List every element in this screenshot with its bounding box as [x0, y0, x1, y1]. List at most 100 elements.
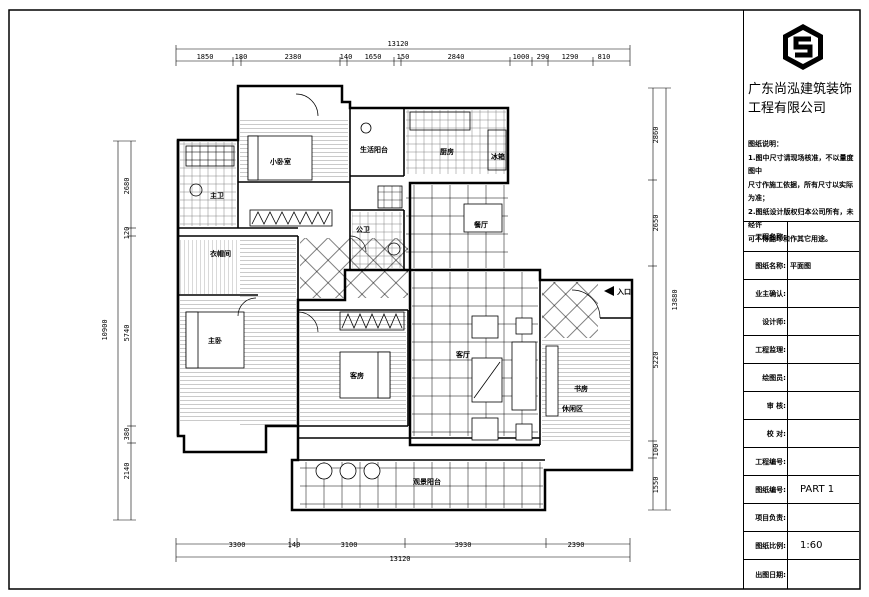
- field-label: 工程监理:: [755, 346, 786, 354]
- company-name: 广东尚泓建筑装饰 工程有限公司: [748, 80, 852, 118]
- top-dimensions: [175, 45, 631, 66]
- dim-label: 290: [537, 53, 550, 61]
- living-furniture: [315, 203, 559, 480]
- room-label: 冰箱: [491, 152, 505, 161]
- field-project-number: 工程编号:: [744, 447, 859, 475]
- field-drawing-name: 图纸名称: 平面图: [744, 251, 859, 279]
- notes-line: 2.图纸设计版权归本公司所有，未经许: [748, 207, 854, 230]
- field-label: 图纸编号:: [755, 486, 786, 494]
- dim-label: 150: [397, 53, 410, 61]
- field-issue-date: 出图日期:: [744, 559, 859, 589]
- room-label: 主卫: [210, 191, 224, 200]
- dim-label: 2650: [652, 215, 660, 232]
- dim-label: 5740: [123, 325, 131, 342]
- field-label: 项目负责:: [755, 514, 786, 522]
- field-supervisor: 工程监理:: [744, 335, 859, 363]
- room-label: 小卧室: [269, 157, 291, 166]
- field-label: 出图日期:: [755, 571, 786, 579]
- dim-label: 2860: [652, 127, 660, 144]
- dim-label: 100: [652, 444, 660, 457]
- notes-line: 1.图中尺寸请现场核准，不以量度图中: [748, 153, 854, 176]
- dim-label: 180: [235, 53, 248, 61]
- entrance-arrow-icon: [604, 286, 614, 296]
- bottom-segment-dims: 3300 140 3100 3930 2390: [229, 541, 585, 549]
- dim-label: 2140: [123, 463, 131, 480]
- right-segment-dims: 2860 2650 5220 100 1550: [652, 127, 660, 494]
- room-label: 餐厅: [473, 220, 488, 229]
- dim-label: 3300: [229, 541, 246, 549]
- room-label: 公卫: [356, 226, 370, 234]
- field-label: 图纸比例:: [755, 542, 786, 550]
- field-checker: 校 对:: [744, 419, 859, 447]
- room-label: 客厅: [455, 350, 470, 359]
- room-label: 入口: [616, 288, 631, 296]
- dim-label: 2390: [568, 541, 585, 549]
- dim-label: 120: [123, 227, 131, 240]
- dim-label: 810: [598, 53, 611, 61]
- closet-floor: [180, 240, 238, 294]
- corridor-floor: [240, 238, 296, 426]
- field-label: 业主确认:: [755, 290, 786, 298]
- notes-title: 图纸说明：: [748, 140, 783, 148]
- field-scale: 图纸比例: 1:60: [744, 531, 859, 559]
- room-label: 休闲区: [561, 404, 583, 413]
- dim-label: 140: [340, 53, 353, 61]
- field-label: 绘图员:: [762, 374, 786, 382]
- room-label: 书房: [574, 384, 588, 393]
- top-total-dim: 13120: [387, 40, 408, 48]
- dim-label: 1650: [365, 53, 382, 61]
- field-label: 图纸名称:: [755, 262, 786, 270]
- kitchen-fixtures: [185, 111, 507, 256]
- field-value: 平面图: [790, 262, 811, 270]
- bath2-floor: [352, 212, 402, 268]
- room-label: 客房: [349, 371, 364, 380]
- company-name-line1: 广东尚泓建筑装饰: [748, 82, 853, 97]
- door-swings: [237, 93, 601, 333]
- dim-label: 1850: [197, 53, 214, 61]
- beds: [185, 135, 391, 399]
- dim-label: 1550: [652, 477, 660, 494]
- room-labels: 小卧室 生活阳台 厨房 冰箱 主卫 公卫 衣帽间 餐厅 主卧 客房 客厅 书房 …: [208, 145, 631, 486]
- room-label: 观景阳台: [413, 477, 441, 486]
- dim-label: 3100: [341, 541, 358, 549]
- company-logo-icon: [783, 24, 823, 70]
- field-project-lead: 项目负责:: [744, 503, 859, 531]
- field-drafter: 绘图员:: [744, 363, 859, 391]
- dim-label: 380: [123, 428, 131, 441]
- field-drawing-number: 图纸编号:PART 1: [744, 475, 859, 503]
- field-reviewer: 审 核:: [744, 391, 859, 419]
- dim-label: 2380: [285, 53, 302, 61]
- dim-label: 140: [288, 541, 301, 549]
- dim-label: 2840: [448, 53, 465, 61]
- notes-line: 尺寸作施工依据，所有尺寸以实际为准；: [748, 180, 853, 203]
- field-project-name: 工程名称:: [744, 221, 859, 251]
- dim-label: 5220: [652, 352, 660, 369]
- right-dimensions: [648, 87, 671, 511]
- drawing-notes: 图纸说明： 1.图中尺寸请现场核准，不以量度图中 尺寸作施工依据，所有尺寸以实际…: [748, 138, 858, 246]
- left-total-dim: 10900: [101, 319, 109, 340]
- field-label: 工程编号:: [755, 458, 786, 466]
- dim-label: 1000: [513, 53, 530, 61]
- room-label: 厨房: [440, 147, 454, 156]
- left-dimensions: [113, 140, 136, 521]
- room-label: 生活阳台: [360, 145, 388, 154]
- bottom-total-dim: 13120: [389, 555, 410, 563]
- room-label: 衣帽间: [210, 249, 231, 258]
- right-total-dim: 13880: [671, 289, 679, 310]
- top-segment-dims: 1850 180 2380 140 1650 150 2840 1000 290…: [197, 53, 611, 61]
- notes-line: 可不得翻印和作其它用途。: [748, 234, 832, 243]
- left-segment-dims: 2680 120 5740 380 2140: [123, 178, 131, 480]
- exterior-walls: [176, 84, 634, 512]
- field-value: 1:60: [800, 540, 823, 551]
- bottom-dimensions: [175, 538, 631, 562]
- title-block: 广东尚泓建筑装饰 工程有限公司 图纸说明： 1.图中尺寸请现场核准，不以量度图中…: [743, 10, 860, 589]
- interior-walls: [178, 102, 632, 461]
- dim-label: 3930: [455, 541, 472, 549]
- field-label: 审 核:: [766, 402, 786, 410]
- entry-tile: [542, 282, 598, 338]
- field-label: 设计师:: [762, 318, 786, 326]
- dim-label: 1290: [562, 53, 579, 61]
- room-label: 主卧: [208, 336, 222, 345]
- wardrobe-zigzag: [249, 209, 405, 331]
